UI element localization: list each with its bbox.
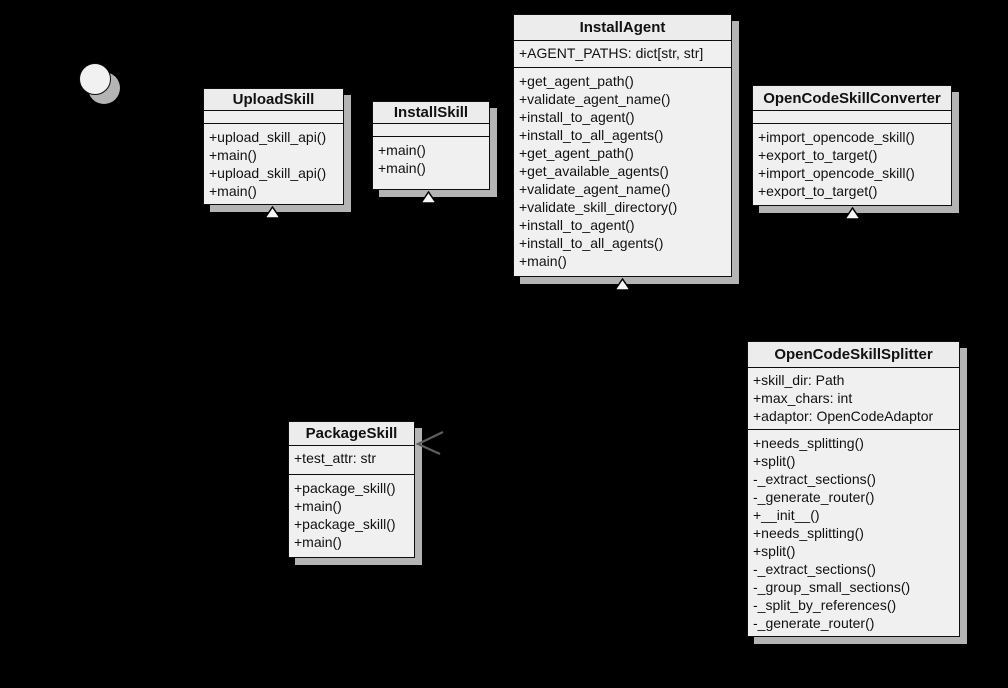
class-box-packageskill: PackageSkill +test_attr: str +package_sk… <box>288 421 415 558</box>
class-box-opencodeskillsplitter: OpenCodeSkillSplitter +skill_dir: Path +m… <box>747 341 960 637</box>
method-item: +install_to_agent() <box>519 217 635 233</box>
method-item: +needs_splitting() <box>753 435 864 451</box>
method-item: +upload_skill_api() <box>209 165 327 181</box>
class-attributes <box>204 111 343 124</box>
method-item: +split() <box>753 453 796 469</box>
method-item: +import_opencode_skill() <box>758 129 915 145</box>
method-item: +upload_skill_api() <box>209 129 327 145</box>
class-methods: +import_opencode_skill() +export_to_targe… <box>753 124 951 205</box>
method-item: +main() <box>294 498 342 514</box>
method-item: +export_to_target() <box>758 147 878 163</box>
class-title: OpenCodeSkillConverter <box>753 86 951 111</box>
dependency-arrowhead <box>415 431 444 456</box>
method-item: +main() <box>209 147 257 163</box>
class-attributes: +skill_dir: Path +max_chars: int +adaptor:… <box>748 368 959 430</box>
class-methods: +main() +main() <box>373 137 489 189</box>
method-item: +export_to_target() <box>758 183 878 199</box>
attribute-item: +AGENT_PATHS: dict[str, str] <box>519 45 704 61</box>
inheritance-arrowhead <box>844 207 861 220</box>
class-title: UploadSkill <box>204 89 343 111</box>
class-title: PackageSkill <box>289 422 414 446</box>
method-item: +main() <box>378 142 426 158</box>
class-attributes: +test_attr: str <box>289 446 414 475</box>
method-item: +get_agent_path() <box>519 73 634 89</box>
method-item: +install_to_all_agents() <box>519 127 664 143</box>
class-attributes <box>373 124 489 137</box>
method-item: -_extract_sections() <box>753 561 876 577</box>
method-item: +main() <box>209 183 257 199</box>
attribute-item: +skill_dir: Path <box>753 372 845 388</box>
method-item: +main() <box>519 253 567 269</box>
method-item: -_split_by_references() <box>753 597 897 613</box>
attribute-item: +max_chars: int <box>753 390 853 406</box>
method-item: -_generate_router() <box>753 489 875 505</box>
interface-lollipop-icon <box>79 63 111 95</box>
inheritance-arrowhead <box>614 278 631 291</box>
class-attributes: +AGENT_PATHS: dict[str, str] <box>514 41 731 68</box>
method-item: +__init__() <box>753 507 820 523</box>
attribute-item: +adaptor: OpenCodeAdaptor <box>753 408 934 424</box>
method-item: +needs_splitting() <box>753 525 864 541</box>
class-title: OpenCodeSkillSplitter <box>748 342 959 368</box>
method-item: -_group_small_sections() <box>753 579 911 595</box>
attribute-item: +test_attr: str <box>294 450 377 466</box>
method-item: +split() <box>753 543 796 559</box>
class-attributes <box>753 111 951 124</box>
inheritance-arrowhead <box>264 206 281 219</box>
method-item: -_generate_router() <box>753 615 875 631</box>
class-title: InstallAgent <box>514 15 731 41</box>
method-item: +main() <box>294 534 342 550</box>
method-item: +validate_agent_name() <box>519 181 671 197</box>
method-item: +get_agent_path() <box>519 145 634 161</box>
class-title: InstallSkill <box>373 102 489 124</box>
method-item: +install_to_all_agents() <box>519 235 664 251</box>
class-box-installagent: InstallAgent +AGENT_PATHS: dict[str, str… <box>513 14 732 277</box>
class-methods: +upload_skill_api() +main() +upload_skill_… <box>204 124 343 204</box>
inheritance-arrowhead <box>420 191 437 204</box>
class-box-opencodeskillconverter: OpenCodeSkillConverter +import_opencode_… <box>752 85 952 206</box>
method-item: +install_to_agent() <box>519 109 635 125</box>
method-item: +package_skill() <box>294 516 396 532</box>
class-box-uploadskill: UploadSkill +upload_skill_api()+main()+u… <box>203 88 344 205</box>
class-methods: +package_skill() +main() +package_skill() +… <box>289 475 414 557</box>
class-methods: +needs_splitting() +split() -_extract_sect… <box>748 430 959 636</box>
method-item: +package_skill() <box>294 480 396 496</box>
method-item: +import_opencode_skill() <box>758 165 915 181</box>
method-item: +main() <box>378 160 426 176</box>
class-box-installskill: InstallSkill +main() +main() <box>372 101 490 190</box>
class-methods: +get_agent_path() +validate_agent_name() +… <box>514 68 731 276</box>
method-item: -_extract_sections() <box>753 471 876 487</box>
method-item: +validate_skill_directory() <box>519 199 678 215</box>
method-item: +get_available_agents() <box>519 163 669 179</box>
method-item: +validate_agent_name() <box>519 91 671 107</box>
